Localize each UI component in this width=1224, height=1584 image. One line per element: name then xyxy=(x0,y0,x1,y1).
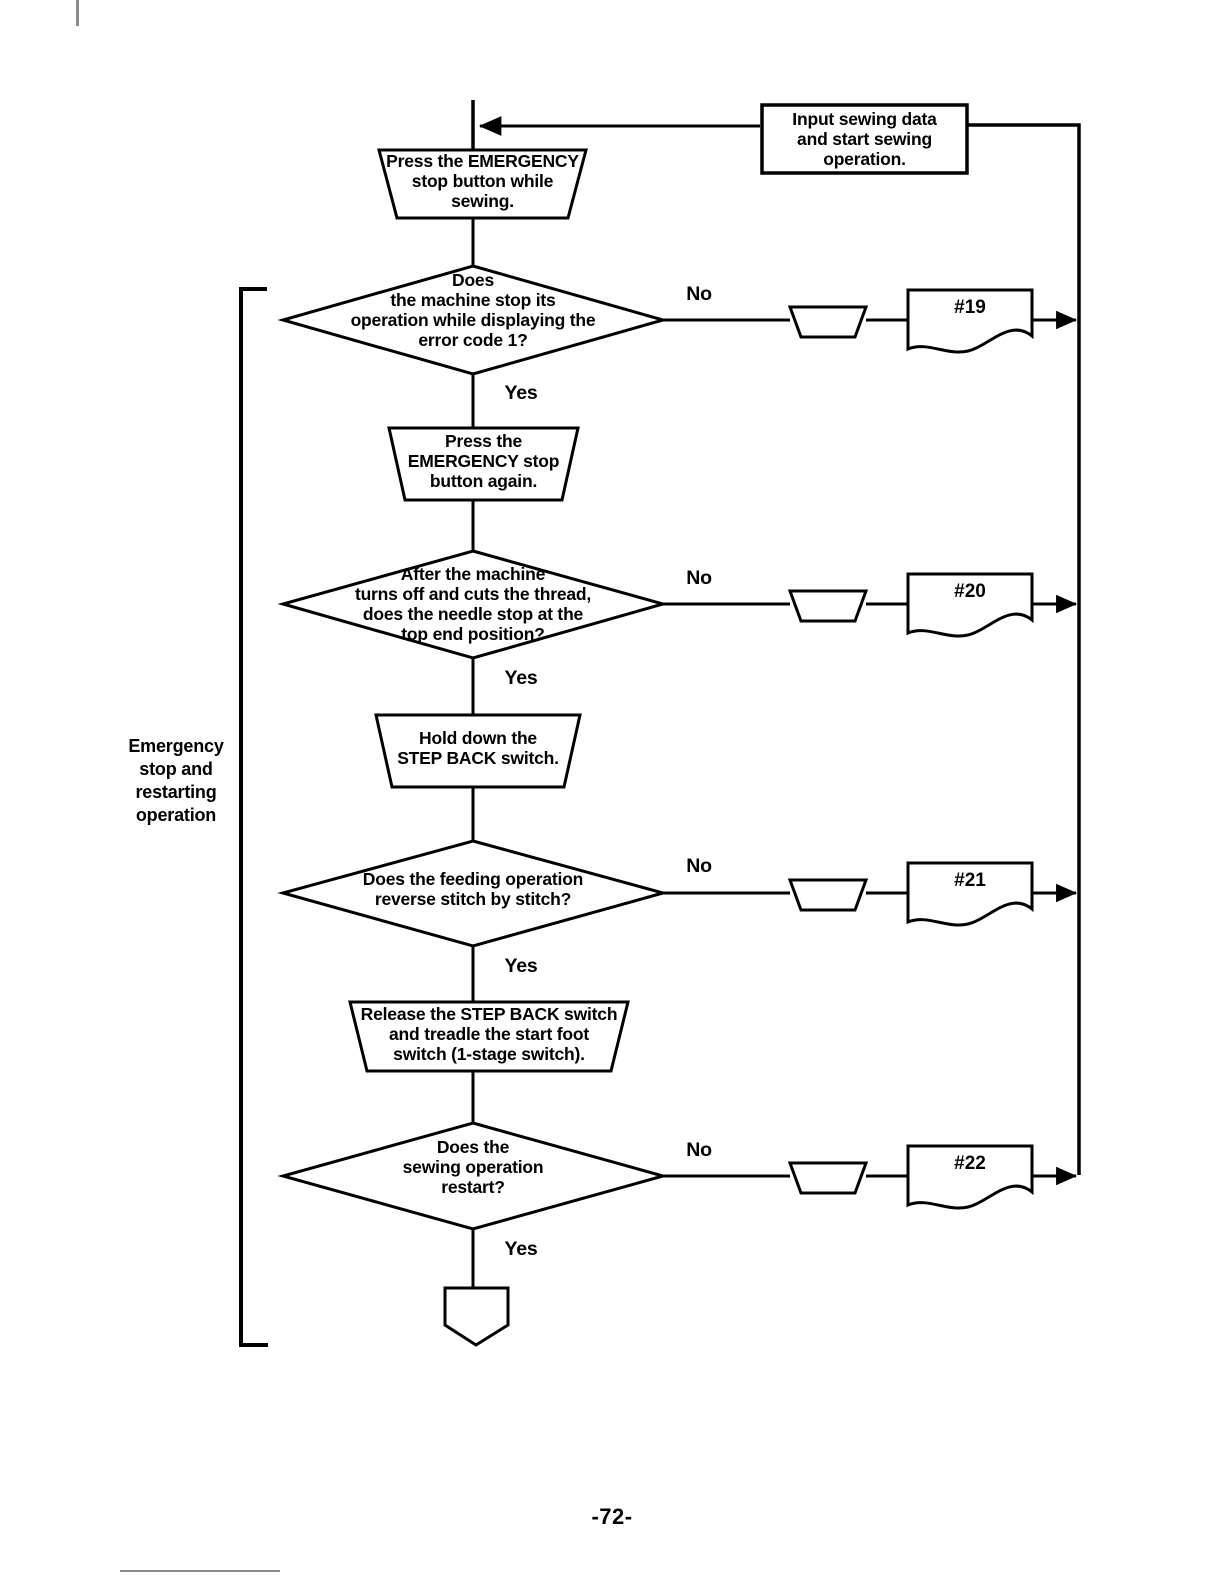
reference-19-shape xyxy=(906,288,1034,354)
terminator-shape xyxy=(443,1286,510,1347)
page-edge-mark xyxy=(76,0,79,26)
decision-1-yes-label: Yes xyxy=(504,382,538,404)
connector-trapezoid-3 xyxy=(787,878,869,912)
decision-3-no-label: No xyxy=(686,855,712,877)
reference-22-label: #22 xyxy=(954,1153,986,1174)
start-box-label: Input sewing data and start sewing opera… xyxy=(792,109,937,169)
decision-3-label: Does the feeding operation reverse stitc… xyxy=(362,869,584,909)
return-bus-top xyxy=(967,123,1081,1175)
decision-1-no-label: No xyxy=(686,283,712,305)
group-label: Emergency stop and restarting operation xyxy=(128,736,224,826)
step-2-shape xyxy=(387,426,580,502)
reference-21-label: #21 xyxy=(954,870,986,891)
connector-trapezoid-4 xyxy=(787,1161,869,1195)
reference-19-label: #19 xyxy=(954,297,986,318)
group-bracket xyxy=(239,287,268,1347)
decision-1-label: Does the machine stop its operation whil… xyxy=(350,270,596,350)
decision-4-no-label: No xyxy=(686,1139,712,1161)
decision-2-yes-label: Yes xyxy=(504,667,538,689)
step-3-label: Hold down the STEP BACK switch. xyxy=(397,728,559,768)
step-2-label: Press the EMERGENCY stop button again. xyxy=(407,431,560,491)
start-box-shape xyxy=(760,103,969,175)
connector-trapezoid-1 xyxy=(787,305,869,339)
step-1-label: Press the EMERGENCY stop button while se… xyxy=(386,151,579,211)
decision-4-yes-label: Yes xyxy=(504,1238,538,1260)
page-number: -72- xyxy=(591,1504,633,1529)
step-4-label: Release the STEP BACK switch and treadle… xyxy=(360,1004,618,1064)
decision-2-label: After the machine turns off and cuts the… xyxy=(354,564,592,644)
reference-20-label: #20 xyxy=(954,581,986,602)
decision-2-no-label: No xyxy=(686,567,712,589)
reference-20-shape xyxy=(906,572,1034,638)
reference-22-shape xyxy=(906,1144,1034,1210)
decision-4-label: Does the sewing operation restart? xyxy=(402,1137,544,1197)
connector-trapezoid-2 xyxy=(787,589,869,623)
reference-21-shape xyxy=(906,861,1034,927)
step-1-shape xyxy=(377,148,588,220)
step-4-shape xyxy=(348,1000,630,1073)
decision-3-yes-label: Yes xyxy=(504,955,538,977)
page-edge-mark xyxy=(120,1570,280,1572)
step-3-shape xyxy=(374,713,582,789)
